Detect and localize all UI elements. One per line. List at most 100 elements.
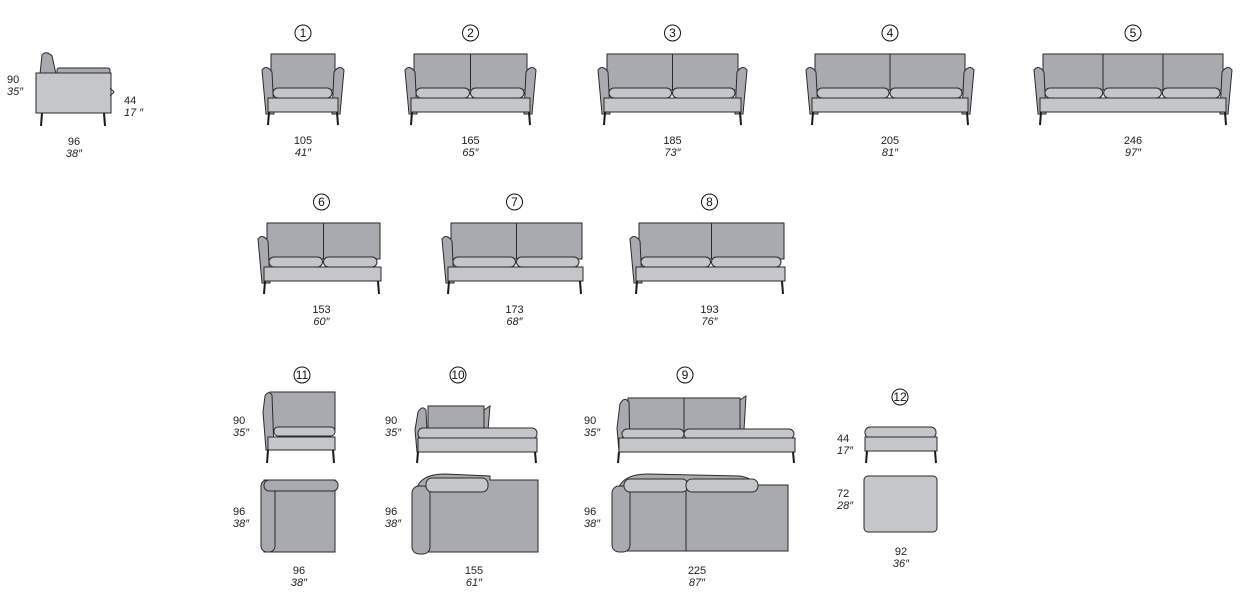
module-9-depth-in: 38″ [584, 518, 601, 530]
seat-cushion [268, 256, 323, 268]
module-11-depth-in: 38″ [233, 518, 250, 530]
sofa-base [410, 97, 531, 113]
sofa-leg [966, 111, 969, 126]
module-9-depth-cm: 96 [584, 506, 596, 518]
seat-cushion [1161, 87, 1221, 99]
sofa-leg [528, 111, 531, 126]
sofa-backrest [1042, 53, 1224, 91]
sofa-5-width-cm: 246 [1124, 135, 1142, 147]
module-11-width-in: 38″ [291, 577, 308, 589]
sofa-leg [781, 280, 784, 295]
sofa-8-width-cm: 193 [700, 304, 718, 316]
sofa-leg [1039, 111, 1042, 126]
module-11-height-cm: 90 [233, 415, 245, 427]
seat-cushion [452, 256, 516, 268]
module-9: 9 90 35″ 96 38″ 225 87″ [584, 366, 796, 589]
sofa-2-number: 2 [467, 26, 474, 40]
module-10-depth-in: 38″ [385, 518, 402, 530]
seat-cushion [672, 87, 736, 99]
ottoman-width-in: 36″ [893, 558, 910, 570]
seat-cushion [816, 87, 890, 99]
sofa-leg [377, 280, 380, 295]
sofa-front-views: 110541″216565″318573″420581″524697″61536… [257, 24, 1233, 328]
ottoman-seat-in: 17″ [837, 445, 854, 457]
sofa-6-number: 6 [318, 195, 325, 209]
profile-seat-in: 17 ″ [124, 107, 144, 119]
sofa-4-width-cm: 205 [881, 135, 899, 147]
module-10-height-cm: 90 [385, 415, 397, 427]
module-10-width-cm: 155 [465, 565, 483, 577]
sofa-7-number: 7 [511, 195, 518, 209]
sofa-base [811, 97, 969, 113]
sofa-8-number-circle [701, 193, 718, 211]
sofa-leg [336, 111, 339, 126]
seat-cushion [1103, 87, 1162, 99]
seat-cushion [470, 87, 525, 99]
sofa-1-number: 1 [300, 26, 307, 40]
profile-seat-cm: 44 [124, 95, 136, 107]
profile-depth-cm: 96 [68, 136, 80, 148]
sofa-6-width-cm: 153 [312, 304, 330, 316]
sofa-leg [635, 280, 638, 295]
sofa-5-number-circle [1124, 24, 1142, 42]
seat-cushion [323, 256, 378, 268]
module-10-number: 10 [451, 368, 465, 382]
sofa-6-width-in: 60″ [313, 316, 330, 328]
seat-cushion [272, 87, 333, 99]
sofa-base [263, 266, 382, 282]
seat-cushion [415, 87, 470, 99]
sofa-4-number: 4 [887, 26, 894, 40]
seat-cushion [608, 87, 672, 99]
sofa-7-number-circle [506, 193, 523, 211]
sofa-1-width-cm: 105 [294, 135, 312, 147]
sofa-7-width-cm: 173 [505, 304, 523, 316]
module-9-width-in: 87″ [689, 577, 706, 589]
module-10-height-in: 35″ [385, 427, 402, 439]
module-10-number-circle [449, 366, 467, 384]
module-9-width-cm: 225 [688, 565, 706, 577]
ottoman-12: 12 44 17″ 72 28″ 92 36″ [836, 388, 938, 570]
sofa-3-width-cm: 185 [663, 135, 681, 147]
sofa-2-width-cm: 165 [461, 135, 479, 147]
sofa-2-width-in: 65″ [462, 147, 479, 159]
module-10-width-in: 61″ [466, 577, 483, 589]
ottoman-depth-cm: 72 [837, 488, 849, 500]
sofa-8-width-in: 76″ [701, 316, 718, 328]
sofa-4-number-circle [881, 24, 899, 42]
sofa-base [447, 266, 584, 282]
sofa-7-width-in: 68″ [506, 316, 523, 328]
ottoman-number-circle [891, 388, 909, 406]
module-10-depth-cm: 96 [385, 506, 397, 518]
module-11-number: 11 [296, 368, 309, 382]
sofa-base [267, 97, 339, 113]
profile-depth-in: 38″ [66, 148, 83, 160]
seat-cushion [516, 256, 580, 268]
profile-height-in: 35″ [7, 86, 24, 98]
sofa-leg [739, 111, 742, 126]
module-11-height-in: 35″ [233, 427, 250, 439]
sofa-leg [447, 280, 450, 295]
sofa-backrest [270, 53, 336, 91]
sofa-leg [1224, 111, 1227, 126]
sofa-leg [579, 280, 582, 295]
seat-cushion [711, 256, 782, 268]
sofa-5-number: 5 [1130, 26, 1137, 40]
sofa-3-width-in: 73″ [664, 147, 681, 159]
seat-cushion [1044, 87, 1104, 99]
sofa-6-number-circle [313, 193, 330, 211]
side-profile: 90 35″ 44 17 ″ 96 38″ [7, 52, 144, 160]
sofa-base [1039, 97, 1227, 113]
sofa-leg [410, 111, 413, 126]
sofa-leg [267, 111, 270, 126]
profile-height-cm: 90 [7, 74, 19, 86]
sofa-3-number-circle [664, 24, 681, 42]
sofa-8-number: 8 [706, 195, 713, 209]
module-9-number: 9 [682, 368, 689, 382]
